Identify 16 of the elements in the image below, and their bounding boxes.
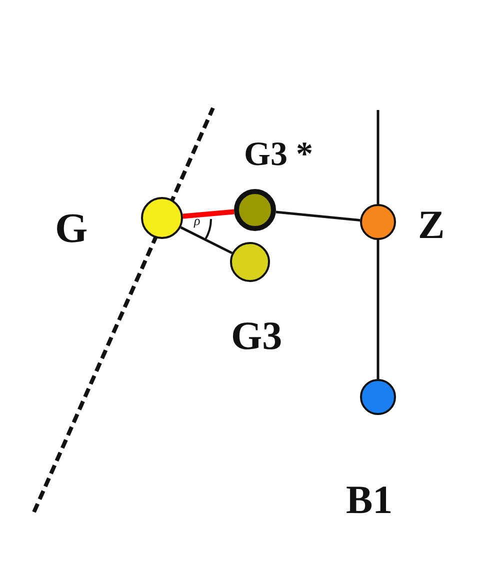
point-label: Z (418, 205, 445, 245)
point-marker (360, 204, 396, 240)
point-marker (360, 379, 396, 415)
point-label: G3 * (244, 138, 313, 172)
connecting-line (276, 210, 360, 222)
point-label: G (55, 208, 88, 250)
point-label: B1 (346, 480, 393, 520)
point-marker (234, 189, 276, 231)
point-label: G3 (231, 316, 282, 356)
connecting-line (376, 110, 380, 204)
connecting-line (376, 240, 380, 379)
point-marker (141, 197, 183, 239)
connecting-line (180, 226, 233, 254)
point-marker (230, 242, 270, 282)
angle-label: ρ (194, 214, 200, 227)
connecting-line (182, 209, 234, 219)
